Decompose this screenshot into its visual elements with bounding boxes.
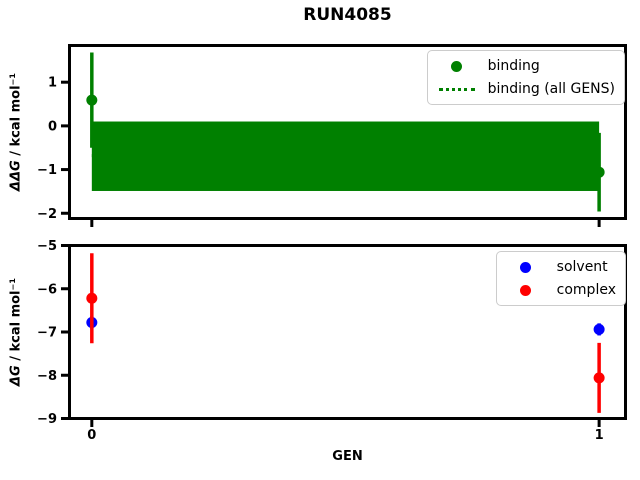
data-point-complex <box>593 372 605 384</box>
legend-binding: binding binding (all GENS) <box>426 50 625 105</box>
legend-handle <box>506 284 546 296</box>
y-tick-label: −6 <box>37 282 57 297</box>
legend-solvent-complex: solvent complex <box>495 251 626 306</box>
ylabel-math-ddg: ΔΔG <box>8 160 24 192</box>
legend-label-complex: complex <box>556 282 616 298</box>
data-point-complex <box>86 292 98 304</box>
data-point-binding <box>86 94 98 106</box>
y-tick-label: −9 <box>37 412 57 427</box>
y-tick-label: −2 <box>37 207 57 222</box>
legend-label-binding: binding <box>487 58 540 74</box>
y-tick-label: 1 <box>48 76 57 91</box>
axes-spine <box>68 244 627 420</box>
x-tick-label: 1 <box>595 428 604 443</box>
y-axis-label-dg: ΔG / kcal mol⁻¹ <box>9 278 24 386</box>
x-tick-label: 0 <box>87 428 96 443</box>
legend-label-solvent: solvent <box>556 259 608 275</box>
y-axis-label-ddg: ΔΔG / kcal mol⁻¹ <box>9 73 24 191</box>
chart-title: RUN4085 <box>303 5 392 25</box>
data-point-binding <box>593 166 605 178</box>
y-tick-label: −7 <box>37 326 57 341</box>
subplot-dg-subplot: −5 −6 −7 −8 −9 0 1 <box>37 239 627 443</box>
legend-item-solvent: solvent <box>506 257 616 277</box>
legend-item-binding-all-gens: binding (all GENS) <box>437 79 615 99</box>
y-tick-label: −8 <box>37 369 57 384</box>
legend-handle <box>437 87 477 91</box>
dotted-line-icon <box>438 87 475 91</box>
legend-item-complex: complex <box>506 280 616 300</box>
y-tick-label: −1 <box>37 163 57 178</box>
legend-handle <box>437 60 477 72</box>
axes-spine <box>68 44 627 220</box>
ylabel-units-ddg: / kcal mol⁻¹ <box>8 72 24 161</box>
legend-label-binding-all-gens: binding (all GENS) <box>487 81 615 97</box>
y-tick-label: −5 <box>37 239 57 254</box>
binding-marker-icon <box>451 60 463 72</box>
ylabel-units-dg: / kcal mol⁻¹ <box>8 277 24 366</box>
ylabel-math-dg: ΔG <box>8 365 24 387</box>
subplot-ddg-subplot: 1 0 −1 −2 <box>37 44 627 227</box>
y-tick-label: 0 <box>48 119 57 134</box>
complex-marker-icon <box>520 284 532 296</box>
legend-handle <box>506 261 546 273</box>
x-axis-label: GEN <box>332 449 363 464</box>
solvent-marker-icon <box>520 261 532 273</box>
legend-item-binding: binding <box>437 56 615 76</box>
data-point-solvent <box>593 323 605 335</box>
